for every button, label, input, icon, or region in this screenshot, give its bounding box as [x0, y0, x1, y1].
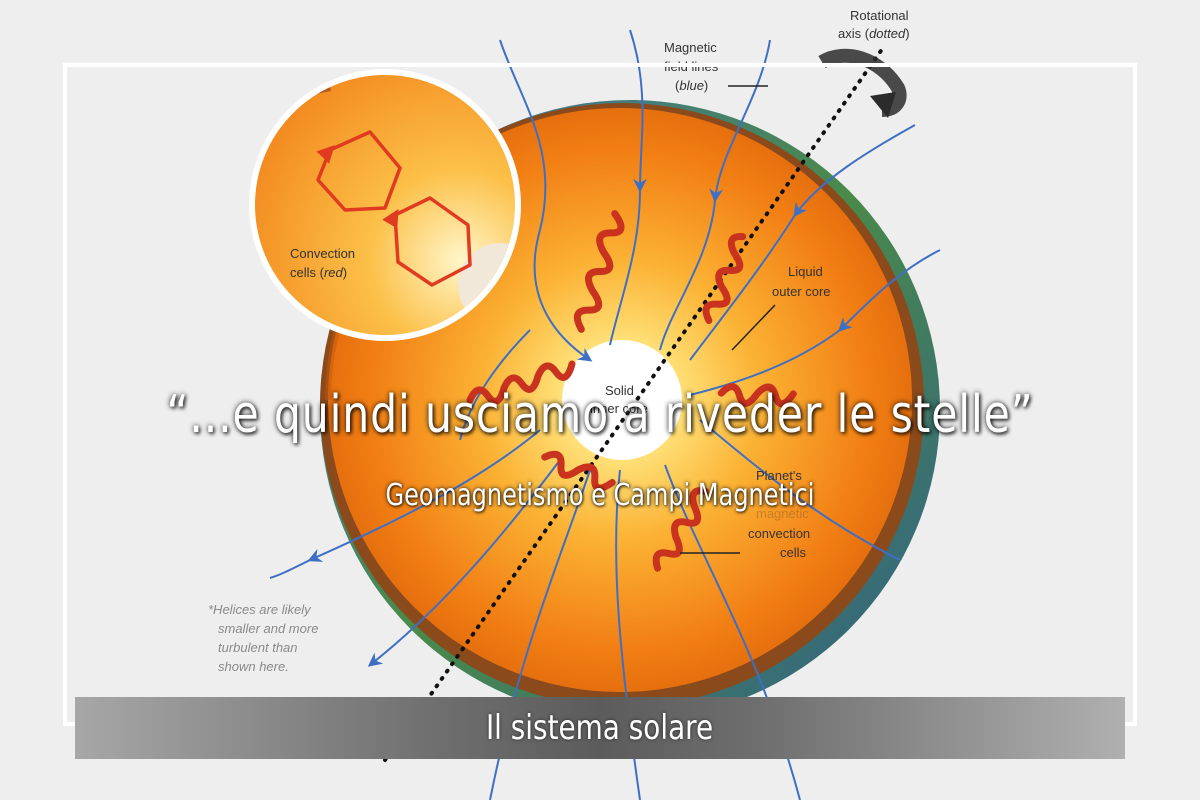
label-magnetic-3: (blue)	[675, 78, 708, 93]
label-liquid-2: outer core	[772, 284, 831, 299]
label-rotational-1: Rotational	[850, 8, 909, 23]
bottom-banner-label: Il sistema solare	[486, 708, 713, 748]
label-convection-2: cells (red)	[290, 265, 347, 280]
label-rotational-2: axis (dotted)	[838, 26, 910, 41]
label-planet-4: cells	[780, 545, 807, 560]
label-planet-3: convection	[748, 526, 810, 541]
subtitle: Geomagnetismo e Campi Magnetici	[120, 478, 1080, 513]
note-helices-3: turbulent than	[218, 640, 298, 655]
label-liquid-1: Liquid	[788, 264, 823, 279]
label-magnetic-1: Magnetic	[664, 40, 717, 55]
bottom-banner: Il sistema solare	[75, 697, 1125, 759]
label-convection-1: Convection	[290, 246, 355, 261]
rotation-arrow-icon	[822, 56, 900, 118]
note-helices-4: shown here.	[218, 659, 289, 674]
note-helices-2: smaller and more	[218, 621, 318, 636]
label-magnetic-2: field lines	[664, 59, 719, 74]
quote-title: “...e quindi usciamo a riveder le stelle…	[108, 385, 1092, 445]
note-helices-1: *Helices are likely	[208, 602, 312, 617]
